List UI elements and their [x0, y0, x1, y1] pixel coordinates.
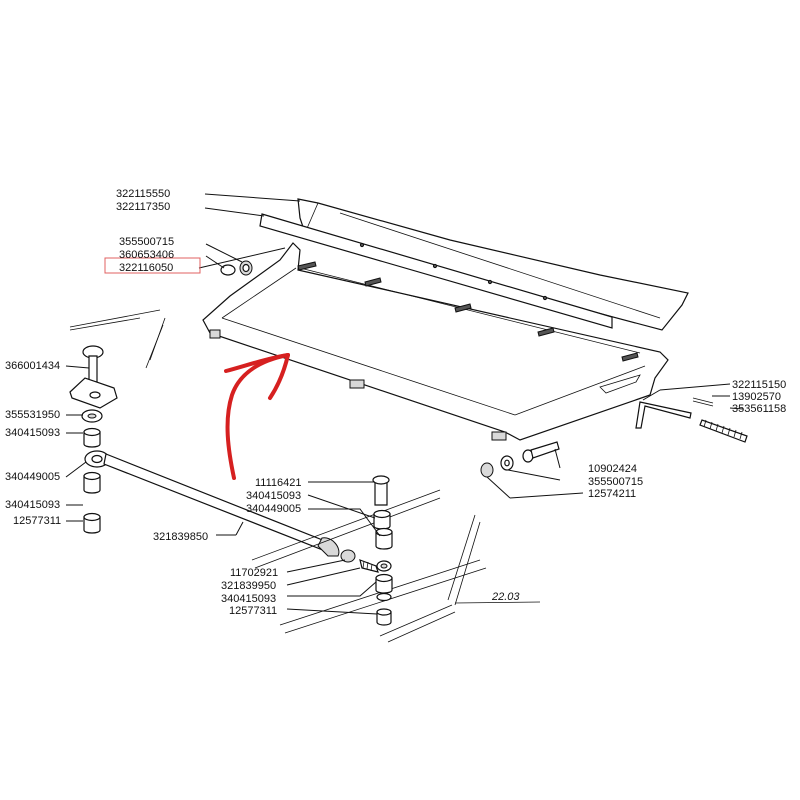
part-label: 322117350	[116, 201, 170, 213]
part-label: 13902570	[732, 391, 781, 403]
part-label: 355531950	[5, 409, 60, 421]
trim-strip	[259, 213, 613, 329]
part-label: 322115150	[732, 379, 786, 391]
part-label: 353561158	[732, 403, 786, 415]
part-label: 360653406	[119, 249, 174, 261]
part-label: 340449005	[246, 503, 301, 515]
part-label: 355500715	[588, 476, 643, 488]
part-label: 12574211	[588, 488, 636, 500]
part-label: 10902424	[588, 463, 637, 475]
part-label: 321839950	[221, 580, 276, 592]
body-outline-left	[69, 309, 166, 369]
part-label: 366001434	[5, 360, 60, 372]
screw-washer-bushing	[480, 441, 560, 478]
part-label: 11702921	[230, 567, 278, 579]
reference-label: 22.03	[491, 591, 520, 603]
spring-assembly	[635, 397, 748, 443]
part-label: 321839850	[153, 531, 208, 543]
body-outline-lower	[251, 489, 541, 643]
part-label: 322116050	[119, 262, 173, 274]
part-label: 355500715	[119, 236, 174, 248]
part-label: 340415093	[5, 427, 60, 439]
part-label: 340415093	[246, 490, 301, 502]
left-mount-stack	[69, 345, 118, 534]
part-label: 11116421	[255, 477, 302, 489]
highlight-box	[104, 257, 201, 274]
tray-frame	[202, 242, 669, 441]
part-label: 12577311	[229, 605, 277, 617]
part-labels: 322115550 322117350 355500715 360653406 …	[5, 188, 786, 617]
part-label: 340449005	[5, 471, 60, 483]
tray-studs	[297, 261, 639, 362]
part-label: 340415093	[221, 593, 276, 605]
link-rod	[84, 450, 340, 557]
right-linkage-stack	[340, 475, 393, 626]
red-pointer-arrow	[224, 353, 290, 480]
part-label: 12577311	[13, 515, 61, 527]
part-label: 340415093	[5, 499, 60, 511]
leader-lines	[65, 193, 744, 615]
part-label: 322115550	[116, 188, 170, 200]
cap-and-washer	[220, 260, 253, 276]
